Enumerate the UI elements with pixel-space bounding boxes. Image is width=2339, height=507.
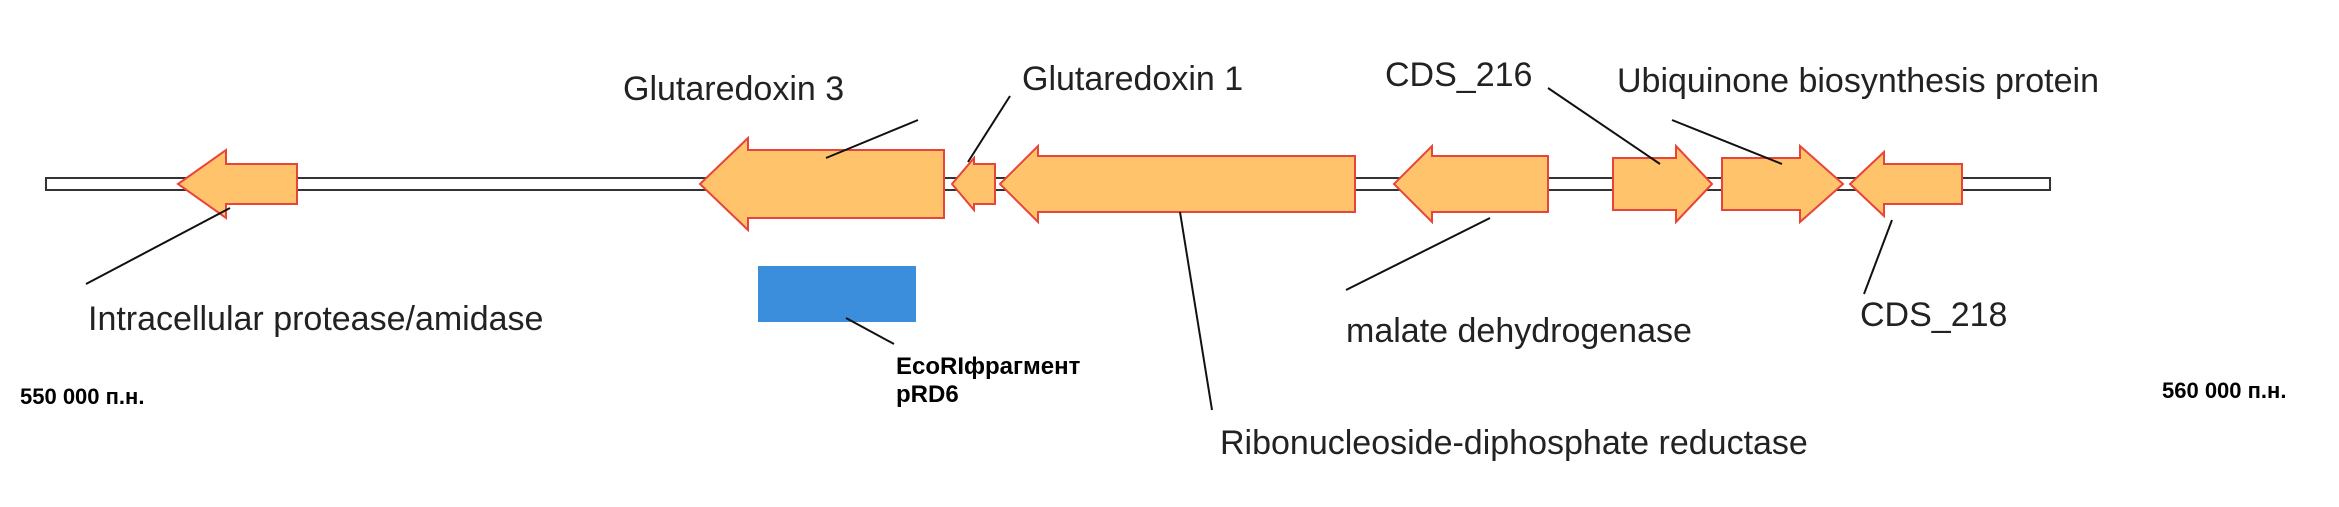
gene-arrow-ribonucleoside-reductase [998,143,1356,225]
label-ecori-fragment: EcoRIфрагмент [896,353,1081,380]
leader-line-cds-216 [1547,87,1661,165]
gene-arrow-glutaredoxin-3 [698,135,945,233]
gene-arrow-cds-216 [1612,143,1714,225]
leader-line-ubiquinone [1671,119,1783,165]
gene-arrow-glutaredoxin-1 [950,155,996,213]
label-ribonucleoside-reductase: Ribonucleoside-diphosphate reductase [1220,424,1808,462]
label-cds-216: CDS_216 [1385,56,1532,94]
scale-end-label: 560 000 п.н. [2162,378,2286,403]
gene-arrow-intracellular-protease [176,148,298,220]
label-malate-dehydrogenase: malate dehydrogenase [1346,312,1692,350]
label-glutaredoxin-1: Glutaredoxin 1 [1022,60,1243,98]
gene-arrow-ubiquinone [1721,143,1845,225]
label-glutaredoxin-3: Glutaredoxin 3 [623,70,844,108]
label-intracellular-protease: Intracellular protease/amidase [88,300,543,338]
leader-line-glutaredoxin-1 [967,95,1011,163]
label-cds-218: CDS_218 [1860,296,2007,334]
label-ecori-plasmid: pRD6 [896,381,959,408]
scale-start-label: 550 000 п.н. [20,384,144,409]
gene-arrow-cds-218 [1848,149,1963,219]
leader-line-glutaredoxin-3 [825,119,919,159]
leader-line-cds-218 [1863,219,1893,295]
ecori-fragment-box [758,266,916,322]
leader-line-intracellular-protease [85,207,231,285]
label-ubiquinone: Ubiquinone biosynthesis protein [1617,62,2099,100]
gene-arrow-malate-dehydrogenase [1392,143,1549,225]
leader-line-ribonucleoside-reductase [1179,211,1213,411]
leader-line-ecori-fragment [845,317,895,345]
leader-line-malate-dehydrogenase [1345,217,1491,291]
